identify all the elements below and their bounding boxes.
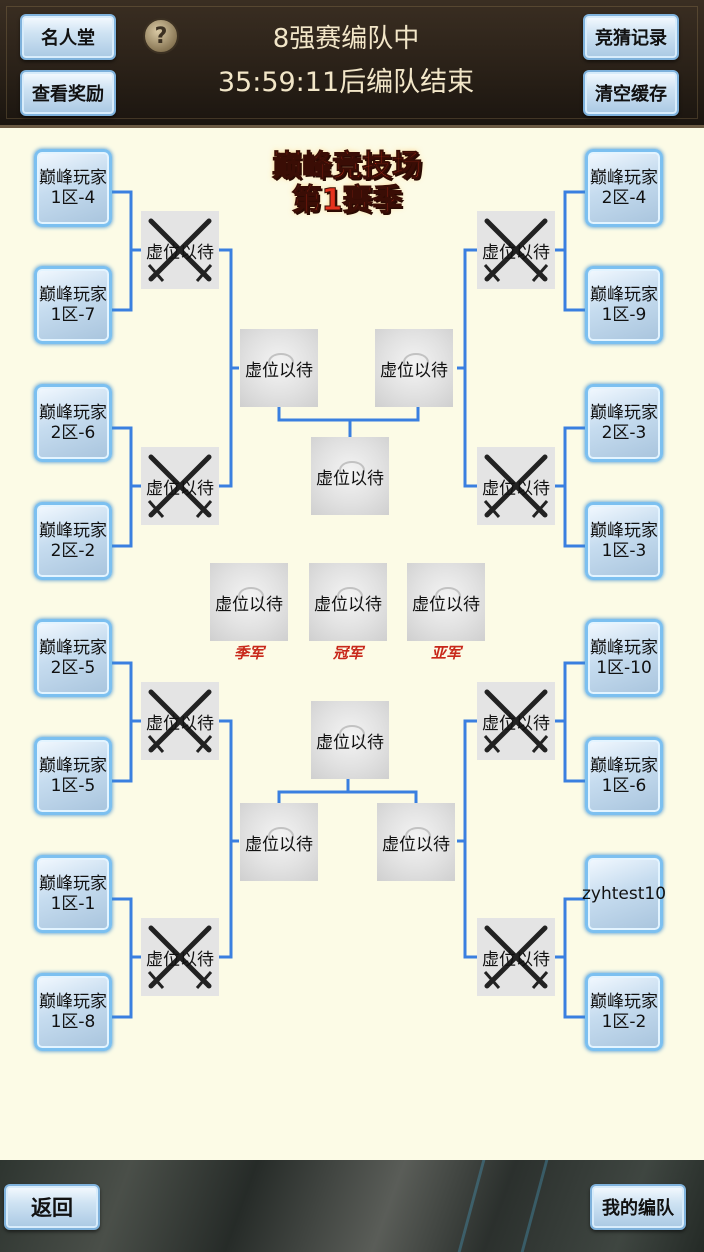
bracket-lines: [111, 190, 585, 1019]
slot-label: 虚位以待: [245, 834, 313, 855]
crossed-swords-icon: [483, 454, 549, 518]
player-card[interactable]: 巅峰玩家1区-10: [585, 619, 663, 697]
slot-label: 虚位以待: [215, 594, 283, 615]
player-card[interactable]: 巅峰玩家1区-8: [34, 973, 112, 1051]
quarterfinal-slot[interactable]: 虚位以待: [141, 682, 219, 760]
quarterfinal-slot[interactable]: 虚位以待: [477, 211, 555, 289]
crossed-swords-icon: [147, 454, 213, 518]
arena-title: 巅峰竞技场 第1赛季: [232, 149, 462, 218]
player-card[interactable]: 巅峰玩家2区-2: [34, 502, 112, 580]
champion-slot[interactable]: 虚位以待: [309, 563, 387, 641]
season-label: 第1赛季: [291, 183, 403, 218]
player-card[interactable]: 巅峰玩家2区-3: [585, 384, 663, 462]
slot-label: 虚位以待: [482, 478, 550, 499]
slot-label: 虚位以待: [482, 242, 550, 263]
crossed-swords-icon: [483, 689, 549, 753]
semifinal-slot[interactable]: 虚位以待: [377, 803, 455, 881]
stage-status: 8强赛编队中: [272, 24, 420, 54]
player-card[interactable]: 巅峰玩家1区-6: [585, 737, 663, 815]
back-button[interactable]: 返回: [4, 1184, 100, 1230]
slot-label: 虚位以待: [314, 594, 382, 615]
arena-name: 巅峰竞技场: [272, 149, 423, 184]
slot-label: 虚位以待: [316, 732, 384, 753]
slot-label: 虚位以待: [382, 834, 450, 855]
bet-history-button[interactable]: 竞猜记录: [583, 14, 679, 60]
player-card[interactable]: 巅峰玩家1区-7: [34, 266, 112, 344]
countdown-timer: 35:59:11后编队结束: [217, 67, 475, 98]
quarterfinal-slot[interactable]: 虚位以待: [477, 447, 555, 525]
player-card[interactable]: 巅峰玩家2区-5: [34, 619, 112, 697]
slot-label: 虚位以待: [245, 360, 313, 381]
slot-label: 虚位以待: [380, 360, 448, 381]
semifinal-slot[interactable]: 虚位以待: [240, 329, 318, 407]
runner-up-label: 亚军: [430, 644, 461, 662]
champion-label: 冠军: [332, 644, 363, 662]
clear-cache-button[interactable]: 清空缓存: [583, 70, 679, 116]
slot-label: 虚位以待: [146, 713, 214, 734]
player-card[interactable]: 巅峰玩家1区-2: [585, 973, 663, 1051]
player-card[interactable]: 巅峰玩家1区-4: [34, 149, 112, 227]
player-card[interactable]: zyhtest10: [582, 855, 666, 933]
player-card[interactable]: 巅峰玩家2区-6: [34, 384, 112, 462]
hall-of-fame-button[interactable]: 名人堂: [20, 14, 116, 60]
slot-label: 虚位以待: [146, 478, 214, 499]
slot-label: 虚位以待: [146, 949, 214, 970]
semifinal-slot[interactable]: 虚位以待: [240, 803, 318, 881]
slot-label: 虚位以待: [482, 949, 550, 970]
crossed-swords-icon: [483, 218, 549, 282]
quarterfinal-slot[interactable]: 虚位以待: [477, 918, 555, 996]
quarterfinal-slot[interactable]: 虚位以待: [141, 211, 219, 289]
view-rewards-button[interactable]: 查看奖励: [20, 70, 116, 116]
finalist-slot-bottom[interactable]: 虚位以待: [311, 701, 389, 779]
slot-label: 虚位以待: [482, 713, 550, 734]
help-icon[interactable]: ?: [143, 18, 179, 54]
my-team-button[interactable]: 我的编队: [590, 1184, 686, 1230]
semifinal-slot[interactable]: 虚位以待: [375, 329, 453, 407]
crossed-swords-icon: [147, 689, 213, 753]
player-card[interactable]: 巅峰玩家1区-9: [585, 266, 663, 344]
runner-up-slot[interactable]: 虚位以待: [407, 563, 485, 641]
player-card[interactable]: 巅峰玩家1区-1: [34, 855, 112, 933]
top-bar: 名人堂 查看奖励 ? 8强赛编队中 35:59:11后编队结束 竞猜记录 清空缓…: [0, 0, 704, 128]
quarterfinal-slot[interactable]: 虚位以待: [141, 918, 219, 996]
finalist-slot-top[interactable]: 虚位以待: [311, 437, 389, 515]
slot-label: 虚位以待: [146, 242, 214, 263]
slot-label: 虚位以待: [316, 468, 384, 489]
third-place-label: 季军: [233, 644, 264, 662]
bottom-bar: [0, 1160, 704, 1252]
quarterfinal-slot[interactable]: 虚位以待: [477, 682, 555, 760]
crossed-swords-icon: [147, 925, 213, 989]
crossed-swords-icon: [483, 925, 549, 989]
player-card[interactable]: 巅峰玩家1区-3: [585, 502, 663, 580]
crossed-swords-icon: [147, 218, 213, 282]
player-card[interactable]: 巅峰玩家2区-4: [585, 149, 663, 227]
player-card[interactable]: 巅峰玩家1区-5: [34, 737, 112, 815]
quarterfinal-slot[interactable]: 虚位以待: [141, 447, 219, 525]
third-place-slot[interactable]: 虚位以待: [210, 563, 288, 641]
slot-label: 虚位以待: [412, 594, 480, 615]
